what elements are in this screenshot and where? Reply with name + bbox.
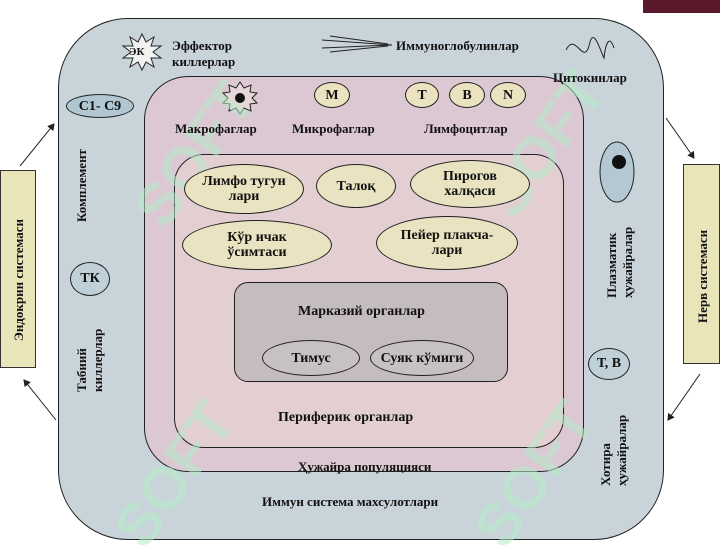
arrow-to-nervous-down <box>667 373 701 421</box>
tk-circle: ТК <box>70 262 110 296</box>
macrophage-icon <box>221 81 259 115</box>
cytokines-label: Цитокинлар <box>553 70 627 85</box>
plasma-cell-icon <box>599 141 635 203</box>
lymphocytes-label: Лимфоцитлар <box>424 121 508 136</box>
microphages-label: Микрофаглар <box>292 121 375 136</box>
pirogov-ring-label: Пирогов халқаси <box>443 169 497 199</box>
appendix-oval: Кўр ичак ўсимтаси <box>182 220 332 270</box>
central-organs-label: Марказий органлар <box>298 304 425 319</box>
effector-killers-label: Эффектор киллерлар <box>172 38 236 69</box>
arrow-to-nervous-up <box>665 117 695 159</box>
peyer-patches-label: Пейер плакча- лари <box>400 228 494 258</box>
t-lymphocyte-oval: Т <box>405 82 439 108</box>
immunoglobulins-label: Иммуноглобулинлар <box>396 38 519 53</box>
tb-circle: Т, В <box>588 348 630 380</box>
thymus-label: Тимус <box>291 350 331 366</box>
peyer-patches-oval: Пейер плакча- лари <box>376 216 518 270</box>
immune-products-label: Иммун система махсулотлари <box>262 494 439 509</box>
b-lymphocyte-oval: В <box>449 82 485 108</box>
plasma-cells-label: Плазматик ҳужайралар <box>604 226 635 298</box>
complement-oval: С1- С9 <box>66 94 134 118</box>
cell-population-label: Ҳужайра популяцияси <box>298 459 432 474</box>
appendix-label: Кўр ичак ўсимтаси <box>227 230 287 260</box>
microphage-letter: М <box>325 87 339 103</box>
lymph-nodes-oval: Лимфо тугун лари <box>184 164 304 214</box>
complement-oval-label: С1- С9 <box>78 98 122 114</box>
immunoglobulin-icon <box>321 35 393 53</box>
spleen-oval: Талоқ <box>316 164 396 208</box>
ek-label: ЭК <box>129 46 145 58</box>
b-letter: В <box>462 87 472 103</box>
arrow-to-endocrine-down <box>23 379 57 421</box>
microphage-oval: М <box>314 82 350 108</box>
macrophages-label: Макрофаглар <box>175 121 257 136</box>
arrow-to-endocrine-up <box>19 123 55 167</box>
endocrine-system-box: Эндокрин системаси <box>0 170 36 368</box>
tk-label: ТК <box>80 271 100 286</box>
thymus-oval: Тимус <box>262 340 360 376</box>
n-letter: N <box>502 87 514 103</box>
spleen-label: Талоқ <box>336 178 376 194</box>
natural-killers-label: Табиий киллерлар <box>74 328 105 392</box>
pirogov-ring-oval: Пирогов халқаси <box>410 160 530 208</box>
tb-label: Т, В <box>596 356 622 371</box>
corner-bar <box>643 0 720 13</box>
connector-arrows <box>19 32 701 421</box>
cytokine-icon <box>565 36 615 60</box>
bone-marrow-oval: Суяк кўмиги <box>370 340 474 376</box>
star-cell-icon <box>121 32 163 72</box>
n-lymphocyte-oval: N <box>490 82 526 108</box>
lymph-nodes-label: Лимфо тугун лари <box>202 174 286 204</box>
memory-cells-label: Хотира ҳужайралар <box>598 414 629 486</box>
bone-marrow-label: Суяк кўмиги <box>380 350 464 366</box>
complement-label: Комплемент <box>74 149 89 222</box>
peripheral-organs-label: Периферик органлар <box>278 410 414 425</box>
t-letter: Т <box>417 87 427 103</box>
